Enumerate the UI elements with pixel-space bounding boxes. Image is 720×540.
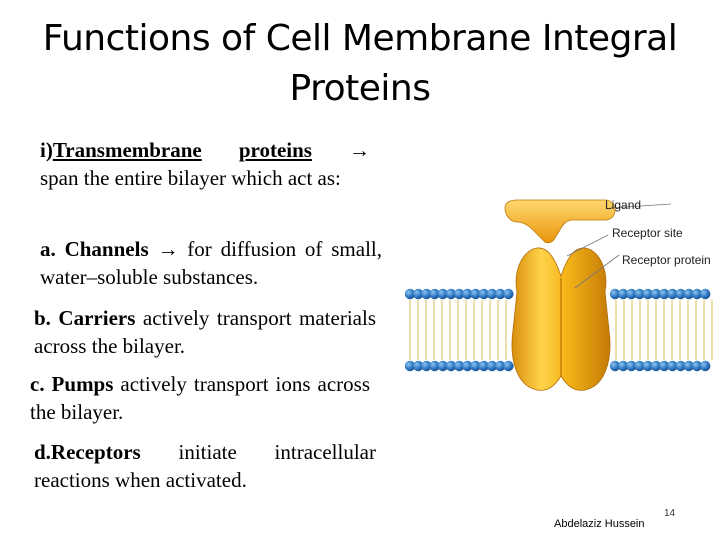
phospholipid-head (618, 288, 629, 300)
phospholipid-head (503, 288, 514, 300)
title-line-2: Proteins (289, 68, 431, 109)
intro-label-word-2: proteins (238, 138, 312, 162)
phospholipid-head (667, 288, 678, 300)
phospholipid-head (413, 288, 424, 300)
ligand-label: Ligand (605, 198, 641, 212)
item-term: b. Carriers (34, 306, 136, 330)
phospholipid-head (650, 288, 662, 300)
ligand-shape (504, 199, 616, 244)
phospholipid-head (626, 288, 637, 300)
phospholipid-head (429, 360, 440, 372)
intro-paragraph: i)Transmembrane proteins → span the enti… (40, 136, 370, 192)
item-description: initiate intracellular reactions when ac… (34, 440, 376, 492)
intro-arrow: → (349, 138, 371, 162)
phospholipid-head (634, 360, 645, 372)
phospholipid-head (486, 288, 498, 300)
receptor-protein-label: Receptor protein (622, 253, 711, 267)
phospholipid-head (675, 360, 686, 372)
phospholipid-head (445, 360, 457, 372)
ligand-pointer (609, 203, 672, 209)
footer-author: Abdelaziz Hussein (554, 518, 645, 530)
intro-label-number: i) (40, 138, 53, 162)
list-item: b. Carriers actively transport materials… (34, 304, 376, 360)
phospholipid-head (634, 288, 645, 300)
phospholipid-head (478, 288, 489, 300)
list-item: c. Pumps actively transport ions across … (30, 370, 370, 426)
phospholipid-head (691, 360, 703, 372)
intro-label-word-1: Transmembrane (52, 138, 202, 162)
phospholipid-head (700, 288, 711, 300)
item-description: actively transport ions across the bilay… (30, 372, 370, 424)
phospholipid-head (626, 360, 637, 372)
phospholipid-head (462, 288, 473, 300)
page-number: 14 (664, 508, 676, 519)
phospholipid-head (454, 288, 465, 300)
phospholipid-head (618, 360, 629, 372)
phospholipid-head (495, 288, 506, 300)
phospholipid-head (413, 360, 424, 372)
phospholipid-head (421, 360, 432, 372)
phospholipid-head (470, 288, 481, 300)
intro-label: i)Transmembrane proteins (40, 138, 312, 162)
phospholipid-head (405, 288, 416, 300)
phospholipid-head (683, 360, 694, 372)
phospholipid-head (659, 288, 670, 300)
slide-title: Functions of Cell Membrane Integral Prot… (20, 14, 700, 114)
phospholipid-head (650, 360, 662, 372)
phospholipid-head (486, 360, 498, 372)
phospholipid-head (675, 288, 686, 300)
receptor-site-label: Receptor site (612, 226, 683, 240)
title-line-1: Functions of Cell Membrane Integral (42, 18, 678, 59)
phospholipid-head (462, 360, 473, 372)
phospholipid-head (609, 360, 621, 372)
phospholipid-head (429, 288, 440, 300)
phospholipid-heads (405, 288, 711, 372)
phospholipid-head (659, 360, 670, 372)
item-term: c. Pumps (30, 372, 114, 396)
phospholipid-head (667, 360, 678, 372)
phospholipid-head (642, 360, 653, 372)
phospholipid-head (683, 288, 694, 300)
phospholipid-head (495, 360, 506, 372)
phospholipid-head (503, 360, 514, 372)
lipid-tails (409, 300, 713, 360)
receptor-protein-pointer (574, 254, 620, 289)
phospholipid-head (700, 360, 711, 372)
membrane-receptor-figure: Ligand Receptor site Receptor protein (405, 198, 713, 391)
phospholipid-head (421, 288, 432, 300)
list-item: d.Receptors initiate intracellular react… (34, 438, 376, 494)
phospholipid-head (478, 360, 489, 372)
phospholipid-head (691, 288, 703, 300)
phospholipid-head (437, 288, 448, 300)
phospholipid-head (437, 360, 448, 372)
phospholipid-head (609, 288, 621, 300)
phospholipid-head (445, 288, 457, 300)
item-description: actively transport materials across the … (34, 306, 376, 358)
phospholipid-head (454, 360, 465, 372)
item-term: d.Receptors (34, 440, 141, 464)
list-item: a. Channels → for diffusion of small, wa… (40, 235, 382, 291)
intro-rest: span the entire bilayer which act as: (40, 166, 341, 190)
phospholipid-head (642, 288, 653, 300)
receptor-site-pointer (566, 234, 609, 257)
phospholipid-head (405, 360, 416, 372)
phospholipid-head (470, 360, 481, 372)
item-description: → for diffusion of small, water–soluble … (40, 237, 382, 289)
item-term: a. Channels (40, 237, 149, 261)
